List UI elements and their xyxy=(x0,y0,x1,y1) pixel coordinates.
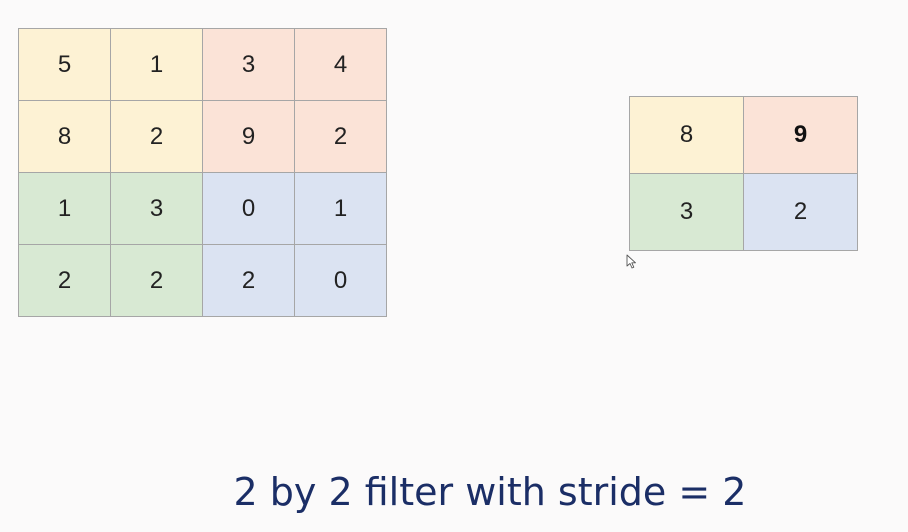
input-cell: 3 xyxy=(110,172,203,245)
input-cell: 2 xyxy=(202,244,295,317)
input-cell: 1 xyxy=(110,28,203,101)
input-cell: 2 xyxy=(18,244,111,317)
input-cell: 8 xyxy=(18,100,111,173)
input-cell: 0 xyxy=(202,172,295,245)
output-matrix: 8 9 3 2 xyxy=(629,96,858,251)
input-cell: 1 xyxy=(18,172,111,245)
input-cell: 9 xyxy=(202,100,295,173)
output-cell: 8 xyxy=(629,96,744,174)
slide-caption: 2 by 2 filter with stride = 2 xyxy=(233,470,747,514)
input-cell: 5 xyxy=(18,28,111,101)
input-row: 5 1 3 4 xyxy=(18,28,387,101)
input-cell: 2 xyxy=(110,100,203,173)
input-cell: 0 xyxy=(294,244,387,317)
input-matrix: 5 1 3 4 8 2 9 2 1 3 0 1 2 2 2 0 xyxy=(18,28,387,317)
input-cell: 4 xyxy=(294,28,387,101)
input-cell: 3 xyxy=(202,28,295,101)
output-cell: 9 xyxy=(743,96,858,174)
input-row: 8 2 9 2 xyxy=(18,100,387,173)
input-cell: 2 xyxy=(110,244,203,317)
output-row: 8 9 xyxy=(629,96,858,174)
output-cell: 3 xyxy=(629,173,744,251)
input-cell: 1 xyxy=(294,172,387,245)
input-row: 2 2 2 0 xyxy=(18,244,387,317)
output-cell: 2 xyxy=(743,173,858,251)
input-row: 1 3 0 1 xyxy=(18,172,387,245)
input-cell: 2 xyxy=(294,100,387,173)
mouse-pointer-icon xyxy=(626,254,636,269)
output-row: 3 2 xyxy=(629,173,858,251)
